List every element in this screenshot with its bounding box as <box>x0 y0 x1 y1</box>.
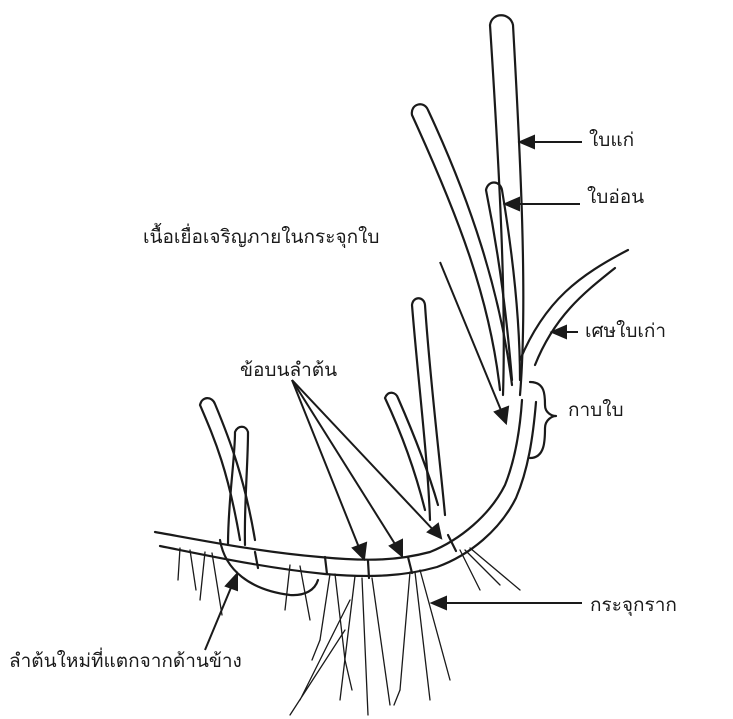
arrow-head <box>432 597 446 609</box>
arrow-node-3 <box>292 380 438 535</box>
arrow-head <box>353 543 366 559</box>
root <box>290 578 390 715</box>
arrow-node-2 <box>292 380 400 552</box>
arrow-head <box>226 574 237 590</box>
stem-nodes-label: ข้อบนลำต้น <box>240 361 337 380</box>
middle-shoot <box>412 298 445 520</box>
root <box>178 548 196 590</box>
arrow-head <box>520 136 534 148</box>
arrow-node-1 <box>292 380 362 555</box>
root <box>460 548 520 590</box>
young-leaf-label: ใบอ่อน <box>587 188 644 207</box>
old-leaf-remnant <box>520 250 628 365</box>
leaf-sheath-label: กาบใบ <box>568 401 624 420</box>
lateral-shoot-label: ลำต้นใหม่ที่แตกจากด้านข้าง <box>9 652 242 671</box>
rhizome <box>155 400 522 560</box>
arrow-lateral <box>205 578 235 650</box>
arrow-head <box>505 198 519 210</box>
meristem-label: เนื้อเยื่อเจริญภายในกระจุกใบ <box>143 228 379 247</box>
root <box>200 552 222 615</box>
old-leaf-remnant-label: เศษใบเก่า <box>585 322 666 341</box>
arrow-head <box>390 540 402 556</box>
root <box>400 570 450 700</box>
rhizome-lower-edge <box>160 402 536 576</box>
arrow-meristem <box>440 262 505 420</box>
root <box>340 576 368 715</box>
node-mark <box>408 557 412 573</box>
old-leaf-label: ใบแก่ <box>589 131 634 150</box>
node-mark <box>255 552 258 568</box>
middle-shoot-leaf <box>385 393 438 510</box>
root-cluster-label: กระจุกราก <box>590 596 677 615</box>
node-mark <box>325 557 327 574</box>
node-mark <box>368 561 369 578</box>
arrow-head <box>495 407 508 423</box>
